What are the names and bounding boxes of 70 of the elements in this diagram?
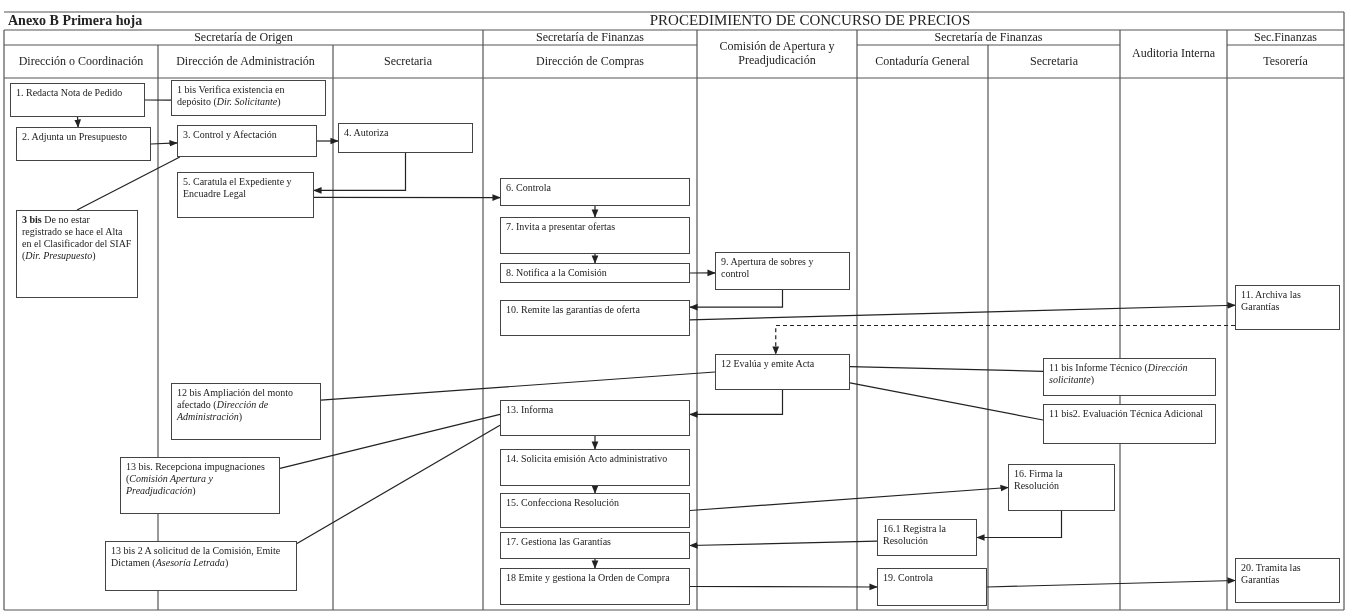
arrow: [689, 540, 878, 549]
process-box: 1. Redacta Nota de Pedido: [10, 83, 145, 117]
lane-header: Contaduría General: [875, 54, 970, 69]
lane-header: Sec.Finanzas: [1254, 30, 1317, 45]
arrow: [150, 139, 178, 147]
process-box: 8. Notifica a la Comisión: [500, 263, 690, 283]
connector-line: [320, 371, 716, 401]
process-box: 16.1 Registra la Resolución: [877, 519, 977, 556]
process-box: 2. Adjunta un Presupuesto: [16, 127, 151, 161]
process-box: 4. Autoriza: [338, 123, 473, 153]
process-box: 10. Remite las garantías de oferta: [500, 300, 690, 336]
process-box: 5. Caratula el Expediente y Encuadre Legal: [177, 172, 314, 218]
callout-box: 1 bis Verifica existencia en depósito (Dir. Solicitante): [171, 80, 326, 116]
arrow: [689, 289, 784, 311]
callout-box: 13 bis 2 A solicitud de la Comisión, Emite Dictamen (Asesoría Letrada): [105, 541, 297, 591]
arrow: [591, 253, 599, 264]
process-box: 17. Gestiona las Garantías: [500, 532, 690, 559]
process-box: 16. Firma la Resolución: [1008, 464, 1115, 511]
process-box: 13. Informa: [500, 400, 690, 436]
lane-header: Dirección de Administración: [176, 54, 315, 69]
connector-line: [296, 424, 501, 545]
arrow: [689, 484, 1009, 512]
process-box: 19. Controla: [877, 568, 987, 606]
connector-line: [144, 99, 172, 101]
arrow: [316, 137, 339, 145]
connector-line: [76, 156, 181, 211]
callout-box: 11 bis2. Evaluación Técnica Adicional: [1043, 404, 1216, 444]
lane-header: Auditoria Interna: [1132, 47, 1215, 61]
arrow: [313, 194, 501, 201]
lane-header: Secretaria: [384, 54, 432, 69]
arrow: [976, 510, 1063, 541]
process-box: 9. Apertura de sobres y control: [715, 252, 850, 290]
process-box: 7. Invita a presentar ofertas: [500, 217, 690, 254]
process-box: 11. Archiva las Garantías: [1235, 285, 1340, 330]
lane-header: Comisión de Apertura y Preadjudicación: [718, 40, 836, 68]
lane-header: Dirección o Coordinación: [18, 54, 144, 69]
arrow: [689, 389, 784, 418]
lane-header: Secretaría de Finanzas: [536, 30, 644, 45]
arrow: [591, 558, 599, 569]
callout-box: 11 bis Informe Técnico (Dirección solicitante): [1043, 358, 1216, 396]
callout-box: 3 bis De no estar registrado se hace el Alta en el Clasificador del SIAF (Dir. Presupuesto): [16, 210, 138, 298]
callout-box: 12 bis Ampliación del monto afectado (Dirección de Administración): [171, 383, 321, 440]
arrow: [986, 577, 1236, 588]
arrow: [591, 205, 599, 218]
arrow: [74, 116, 81, 128]
connector-line: [279, 413, 501, 469]
lane-header: Secretaría de Finanzas: [934, 30, 1043, 45]
arrow: [689, 583, 878, 591]
lane-header: Tesorería: [1263, 54, 1308, 69]
callout-box: 13 bis. Recepciona impugnaciones (Comisión Apertura y Preadjudicación): [120, 457, 280, 514]
arrow: [772, 324, 1236, 355]
process-box: 3. Control y Afectación: [177, 125, 317, 157]
lane-header: Secretaría de Origen: [194, 30, 293, 45]
arrow: [591, 485, 599, 494]
arrow: [313, 152, 407, 194]
process-box: 6. Controla: [500, 178, 690, 206]
lane-header: Dirección de Compras: [536, 54, 644, 69]
process-box: 12 Evalúa y emite Acta: [715, 354, 850, 390]
diagram-title: PROCEDIMIENTO DE CONCURSO DE PRECIOS: [649, 12, 971, 30]
arrow: [689, 269, 716, 277]
process-box: 18 Emite y gestiona la Orden de Compra: [500, 568, 690, 605]
process-box: 14. Solicita emisión Acto administrativo: [500, 449, 690, 486]
arrow: [689, 302, 1236, 321]
process-box: 15. Confecciona Resolución: [500, 493, 690, 528]
lane-header: Secretaria: [1030, 54, 1078, 69]
arrow: [591, 435, 599, 450]
process-box: 20. Tramita las Garantías: [1235, 558, 1340, 603]
connector-line: [849, 382, 1044, 421]
sheet-heading: Anexo B Primera hoja: [8, 12, 143, 30]
connector-line: [849, 366, 1044, 372]
